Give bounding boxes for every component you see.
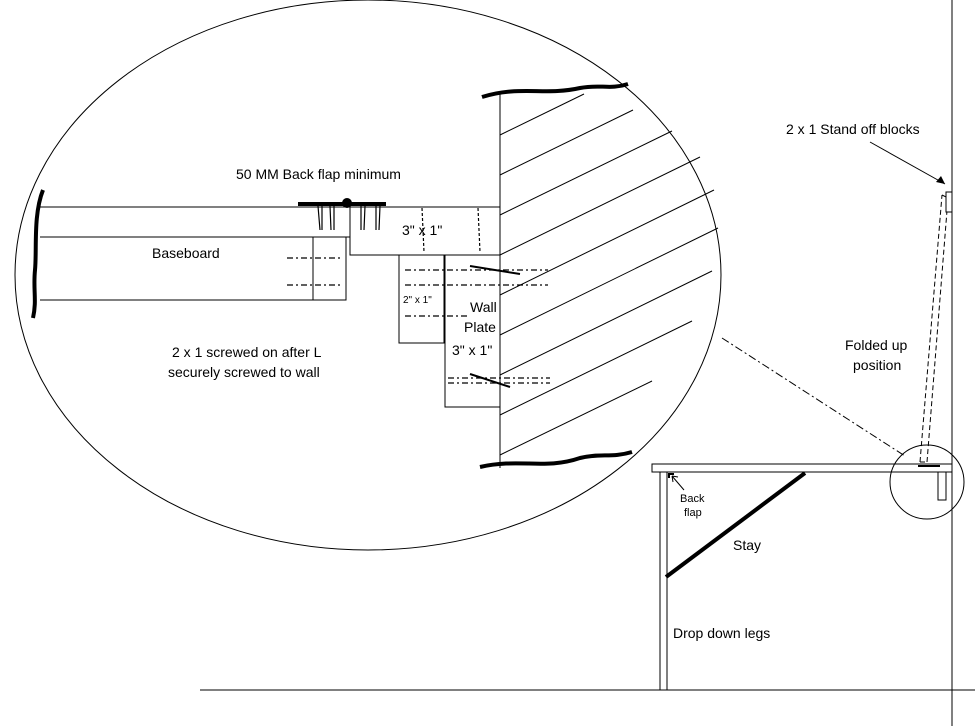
back-label: Back	[680, 493, 705, 505]
screws-detail	[287, 205, 550, 388]
screwed-on-label-line1: 2 x 1 screwed on after L	[172, 344, 322, 360]
detail-circle	[889, 444, 965, 520]
two-by-one-label: 2" x 1"	[403, 295, 432, 306]
folded-up-label-line2: position	[853, 357, 901, 373]
stand-off-blocks-label: 2 x 1 Stand off blocks	[786, 121, 920, 137]
wall-hatching	[499, 93, 719, 456]
baseboard-detail	[31, 189, 501, 408]
drop-down-legs-label: Drop down legs	[673, 625, 770, 641]
wall-label: Wall	[470, 299, 497, 315]
detail-leader	[721, 337, 906, 457]
folded-up-label-line1: Folded up	[845, 337, 907, 353]
hinge-pin	[342, 198, 352, 208]
stand-off-arrow	[869, 141, 946, 185]
baseboard-label: Baseboard	[152, 245, 220, 261]
back-flap-marker	[668, 473, 674, 478]
stay-label: Stay	[733, 537, 761, 553]
stand-off-arrowhead	[936, 176, 945, 184]
table-top	[651, 463, 953, 473]
back-flap-minimum-label: 50 MM Back flap minimum	[236, 166, 401, 182]
detail-ellipse	[14, 0, 722, 551]
three-by-one-top-label: 3" x 1"	[402, 222, 442, 238]
plate-label: Plate	[464, 319, 496, 335]
wall-plate-small	[937, 471, 947, 501]
screwed-on-label-line2: securely screwed to wall	[168, 364, 320, 380]
wall-section	[479, 82, 719, 469]
three-by-one-lower-label: 3" x 1"	[452, 342, 492, 358]
back-flap-arrow	[671, 475, 685, 491]
stay	[664, 471, 807, 579]
flap-label: flap	[684, 507, 702, 519]
drop-down-leg	[659, 471, 668, 691]
stand-off-block	[945, 191, 953, 213]
folded-up-table	[919, 194, 949, 463]
